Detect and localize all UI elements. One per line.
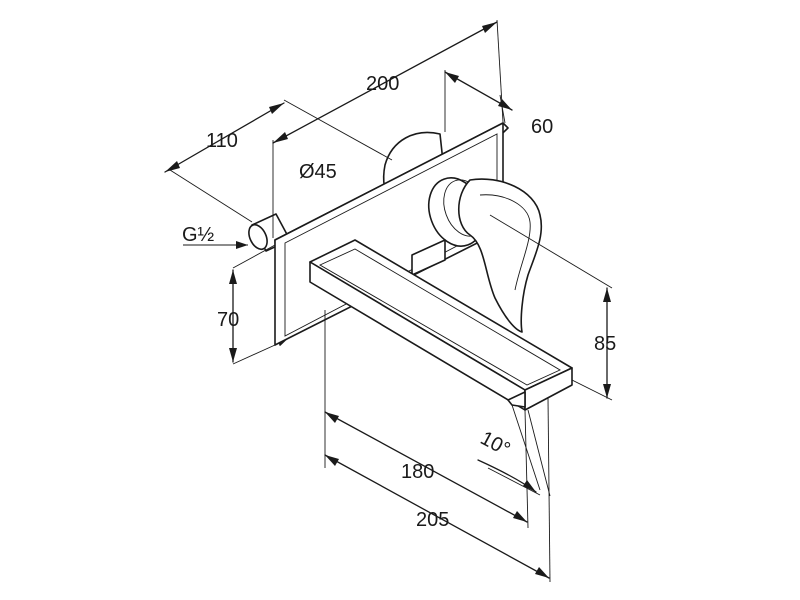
label-plate-depth: 60	[531, 116, 553, 138]
faucet-body	[248, 122, 573, 411]
label-overall-depth: 200	[366, 73, 399, 95]
spout	[309, 239, 573, 411]
label-thread: G½	[182, 224, 215, 246]
extension-lines	[169, 19, 613, 583]
label-flow-angle: 10°	[477, 427, 514, 461]
label-plate-diameter: Ø45	[299, 161, 337, 183]
label-inlet-height: 70	[217, 309, 239, 331]
label-total-projection: 205	[416, 509, 449, 531]
dim-line-110	[164, 102, 285, 173]
dim-line-205	[324, 454, 550, 579]
label-spout-projection: 180	[401, 461, 434, 483]
dimension-lines	[164, 21, 611, 579]
dim-line-200	[272, 21, 498, 144]
label-inlet-length: 110	[206, 130, 238, 152]
mixer-lever	[458, 178, 543, 333]
label-spout-height: 85	[594, 333, 616, 355]
dim-line-180	[324, 411, 528, 523]
